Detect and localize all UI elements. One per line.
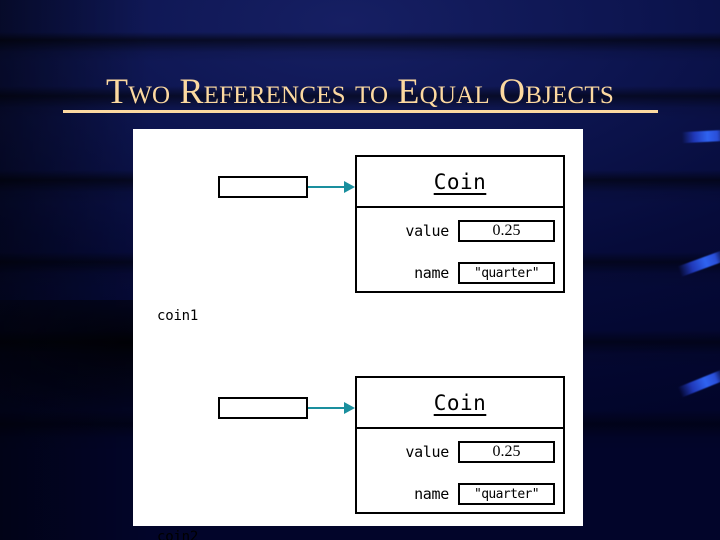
object-field-name: name: [414, 485, 449, 503]
object-class-name: Coin: [433, 169, 487, 194]
reference-arrow-line: [308, 186, 348, 188]
reference-variable-label: coin1: [157, 308, 199, 324]
slide-title: Two References to Equal Objects: [106, 71, 614, 111]
object-diagram-coin2: coin2 Coin value 0.25 name "quarter": [133, 350, 583, 540]
object-class-name: Coin: [433, 390, 487, 415]
object-field-value[interactable]: "quarter": [458, 483, 555, 505]
diagram-panel: coin1 Coin value 0.25 name "quarter": [133, 129, 583, 540]
object-field-value[interactable]: 0.25: [458, 220, 555, 242]
object-field-row: value 0.25: [405, 220, 555, 242]
reference-value-box[interactable]: [218, 176, 308, 198]
reference-arrow-line: [308, 407, 348, 409]
object-field-row: value 0.25: [405, 441, 555, 463]
object-field-name: name: [414, 264, 449, 282]
decorative-slash-icon: [681, 129, 720, 144]
object-field-row: name "quarter": [414, 262, 555, 284]
reference-value-box[interactable]: [218, 397, 308, 419]
reference-arrow-head-icon: [344, 181, 355, 193]
object-field-row: name "quarter": [414, 483, 555, 505]
object-field-name: value: [405, 443, 449, 461]
object-diagram-coin1: coin1 Coin value 0.25 name "quarter": [133, 129, 583, 324]
object-field-name: value: [405, 222, 449, 240]
slide-title-underline: [63, 110, 658, 113]
reference-variable-label: coin2: [157, 529, 199, 540]
object-class-header: Coin: [357, 378, 563, 429]
object-class-header: Coin: [357, 157, 563, 208]
reference-arrow-head-icon: [344, 402, 355, 414]
object-box: Coin value 0.25 name "quarter": [355, 155, 565, 293]
object-field-value[interactable]: "quarter": [458, 262, 555, 284]
object-box: Coin value 0.25 name "quarter": [355, 376, 565, 514]
object-field-value[interactable]: 0.25: [458, 441, 555, 463]
